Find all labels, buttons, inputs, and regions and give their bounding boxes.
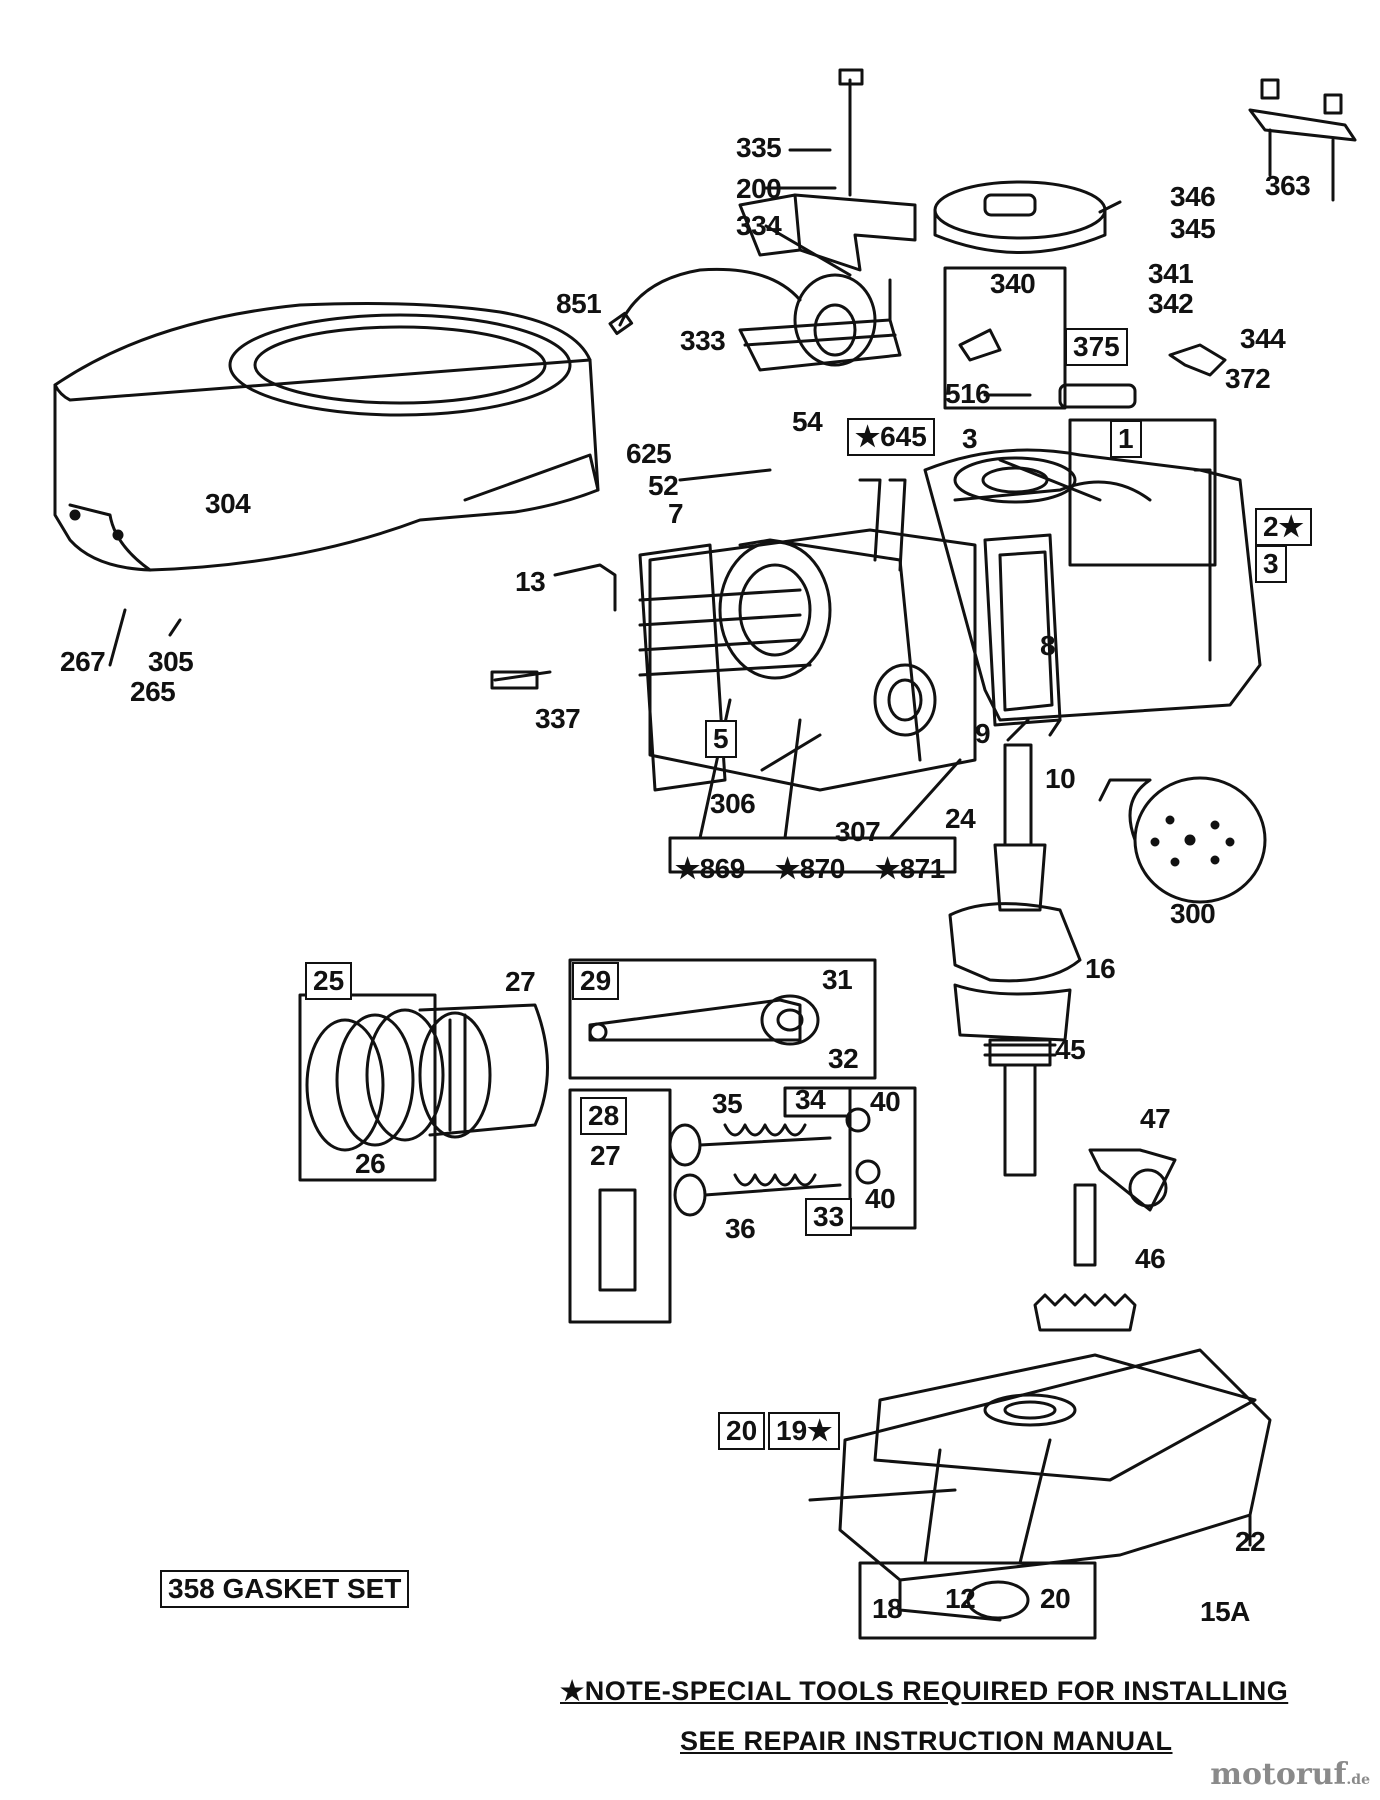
- watermark-text: motoruf: [1210, 1757, 1347, 1792]
- breaker-cover-part: [933, 180, 1107, 254]
- label-31: 31: [822, 964, 853, 995]
- label-18: 18: [872, 1593, 903, 1624]
- block-callout: [1068, 418, 1217, 567]
- cylinder-block-part: [490, 448, 1262, 792]
- label-25: 25: [305, 962, 353, 1000]
- label-307: 307: [835, 816, 881, 847]
- label-33: 33: [805, 1198, 853, 1236]
- blower-housing-part: [53, 302, 600, 572]
- label-29: 29: [572, 962, 620, 1000]
- label-22: 22: [1235, 1526, 1266, 1557]
- label-645: ★645: [847, 418, 935, 456]
- label-32: 32: [828, 1043, 859, 1074]
- gasket-set-label: 358 GASKET SET: [160, 1570, 410, 1608]
- label-516: 516: [945, 378, 991, 409]
- label-7: 7: [668, 498, 684, 529]
- label-625: 625: [626, 438, 672, 469]
- label-45: 45: [1055, 1034, 1086, 1065]
- label-10: 10: [1045, 763, 1076, 794]
- crankcase-cover-part: [838, 1348, 1272, 1622]
- label-265: 265: [130, 676, 176, 707]
- label-26: 26: [355, 1148, 386, 1179]
- label-15a: 15A: [1200, 1596, 1250, 1627]
- label-372: 372: [1225, 363, 1271, 394]
- label-5: 5: [705, 720, 737, 758]
- piston-pin: [598, 1188, 637, 1292]
- label-333: 333: [680, 325, 726, 356]
- label-341: 341: [1148, 258, 1194, 289]
- label-300: 300: [1170, 898, 1216, 929]
- bracket-363-part: [1248, 78, 1357, 202]
- label-3b: 3: [1255, 545, 1287, 583]
- label-20b: 20: [1040, 1583, 1071, 1614]
- label-40b: 40: [865, 1183, 896, 1214]
- crankshaft-part: [948, 743, 1082, 1177]
- label-47: 47: [1140, 1103, 1171, 1134]
- label-19: 19★: [768, 1412, 841, 1450]
- label-870: ★870: [775, 853, 845, 884]
- piston-box: [298, 993, 437, 1182]
- connecting-rod-box: [568, 958, 877, 1080]
- label-35: 35: [712, 1088, 743, 1119]
- label-3a: 3: [962, 423, 978, 454]
- label-344: 344: [1240, 323, 1286, 354]
- oil-seal-12: [966, 1580, 1030, 1620]
- label-13: 13: [515, 566, 546, 597]
- label-27a: 27: [505, 966, 536, 997]
- label-24: 24: [945, 803, 976, 834]
- ignition-coil-part: [608, 68, 917, 372]
- label-346: 346: [1170, 181, 1216, 212]
- label-1: 1: [1110, 420, 1142, 458]
- callout-strip: [668, 836, 957, 874]
- label-8: 8: [1040, 630, 1056, 661]
- label-34: 34: [795, 1084, 826, 1115]
- label-340: 340: [990, 268, 1036, 299]
- label-871: ★871: [875, 853, 945, 884]
- label-267: 267: [60, 646, 106, 677]
- breaker-arm: [958, 328, 1002, 362]
- note-line-1: ★NOTE-SPECIAL TOOLS REQUIRED FOR INSTALL…: [560, 1676, 1289, 1706]
- label-304: 304: [205, 488, 251, 519]
- bottom-callout: [858, 1561, 1097, 1640]
- label-16: 16: [1085, 953, 1116, 984]
- connecting-rod-part: [588, 994, 820, 1046]
- label-12: 12: [945, 1583, 976, 1614]
- label-345: 345: [1170, 213, 1216, 244]
- label-200: 200: [736, 173, 782, 204]
- label-28: 28: [580, 1097, 628, 1135]
- label-335: 335: [736, 132, 782, 163]
- valves-part: [668, 1107, 881, 1217]
- label-851: 851: [556, 288, 602, 319]
- label-342: 342: [1148, 288, 1194, 319]
- label-27b: 27: [590, 1140, 621, 1171]
- label-52: 52: [648, 470, 679, 501]
- label-337: 337: [535, 703, 581, 734]
- label-36: 36: [725, 1213, 756, 1244]
- muffler-part: [1098, 776, 1267, 904]
- label-306: 306: [710, 788, 756, 819]
- label-9: 9: [975, 718, 991, 749]
- clamp-372: [1168, 343, 1227, 377]
- piston-pin-box: [568, 1088, 672, 1324]
- camshaft-part: [1033, 1148, 1177, 1332]
- label-363: 363: [1265, 170, 1311, 201]
- label-40a: 40: [870, 1086, 901, 1117]
- valve-box-40: [848, 1086, 917, 1230]
- label-375: 375: [1065, 328, 1128, 366]
- label-2: 2★: [1255, 508, 1312, 546]
- label-305: 305: [148, 646, 194, 677]
- plunger: [1058, 383, 1137, 409]
- note-line-2: SEE REPAIR INSTRUCTION MANUAL: [680, 1726, 1173, 1756]
- watermark-logo: motoruf.de: [1210, 1757, 1370, 1792]
- label-20a: 20: [718, 1412, 766, 1450]
- label-46: 46: [1135, 1243, 1166, 1274]
- watermark-suffix: .de: [1346, 1772, 1370, 1788]
- label-54: 54: [792, 406, 823, 437]
- piston-part: [305, 1003, 549, 1152]
- label-334: 334: [736, 210, 782, 241]
- label-869: ★869: [675, 853, 745, 884]
